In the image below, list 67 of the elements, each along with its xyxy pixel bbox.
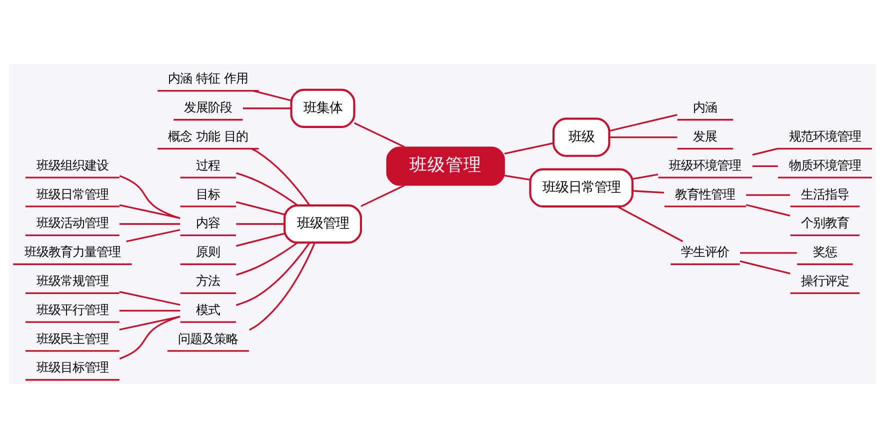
node-text: 班级教育力量管理 <box>24 244 120 259</box>
connector <box>119 315 180 330</box>
connector <box>752 164 778 167</box>
node-text: 操行评定 <box>800 274 849 288</box>
node-text: 内涵 特征 作用 <box>168 71 248 86</box>
node-text: 班级常规管理 <box>36 274 108 288</box>
connector <box>236 232 285 246</box>
connector <box>746 204 790 216</box>
node-text: 班级平行管理 <box>36 302 108 316</box>
connector <box>242 107 292 109</box>
node-text: 发展 <box>693 128 718 143</box>
node-text: 班级活动管理 <box>36 216 108 230</box>
connector <box>119 222 180 224</box>
connector <box>752 147 778 156</box>
node-box: 班级日常管理 <box>529 168 634 207</box>
node-text: 概念 功能 目的 <box>168 128 248 143</box>
connector <box>504 142 554 154</box>
connector <box>740 260 790 274</box>
connector <box>236 172 298 206</box>
connector <box>632 173 658 180</box>
node-box: 班级管理 <box>386 146 505 186</box>
connector <box>119 315 180 360</box>
connector <box>616 205 684 242</box>
connector <box>251 148 310 206</box>
connector <box>253 90 292 101</box>
node-text: 班级日常管理 <box>36 186 108 201</box>
connector <box>609 113 678 132</box>
connector <box>119 309 180 312</box>
node-text: 问题及策略 <box>178 331 238 346</box>
node-text: 内容 <box>196 216 220 230</box>
node-text: 物质环境管理 <box>788 158 861 172</box>
connector <box>236 222 284 224</box>
node-text: 个别教育 <box>800 216 849 230</box>
connector <box>119 290 180 306</box>
connector <box>740 252 797 254</box>
node-text: 生活指导 <box>800 186 849 201</box>
node-text: 班级环境管理 <box>669 158 742 172</box>
node-text: 模式 <box>196 302 220 316</box>
node-text: 发展阶段 <box>184 100 232 114</box>
node-text: 班级民主管理 <box>36 331 108 346</box>
node-text: 原则 <box>196 244 220 259</box>
connector <box>236 242 310 306</box>
node-text: 规范环境管理 <box>788 128 861 143</box>
node-box: 班级管理 <box>284 204 362 244</box>
connector <box>236 241 298 276</box>
connector <box>249 242 316 330</box>
connector <box>632 190 664 194</box>
connector <box>504 174 530 180</box>
connector <box>354 122 405 148</box>
node-text: 学生评价 <box>681 244 730 259</box>
connector <box>119 174 180 218</box>
connector <box>609 136 678 138</box>
connector <box>360 184 405 206</box>
node-text: 奖惩 <box>812 244 837 259</box>
connector <box>119 204 180 218</box>
node-text: 过程 <box>196 158 220 172</box>
connector <box>236 200 285 215</box>
node-text: 班级组织建设 <box>36 158 108 172</box>
node-text: 方法 <box>196 274 220 288</box>
connector <box>746 194 790 196</box>
connector <box>126 228 180 242</box>
node-text: 教育性管理 <box>675 186 736 201</box>
node-text: 目标 <box>196 186 220 201</box>
node-box: 班集体 <box>290 88 356 128</box>
node-text: 班级目标管理 <box>36 360 108 374</box>
node-text: 内涵 <box>693 100 718 114</box>
node-box: 班级 <box>552 117 610 156</box>
